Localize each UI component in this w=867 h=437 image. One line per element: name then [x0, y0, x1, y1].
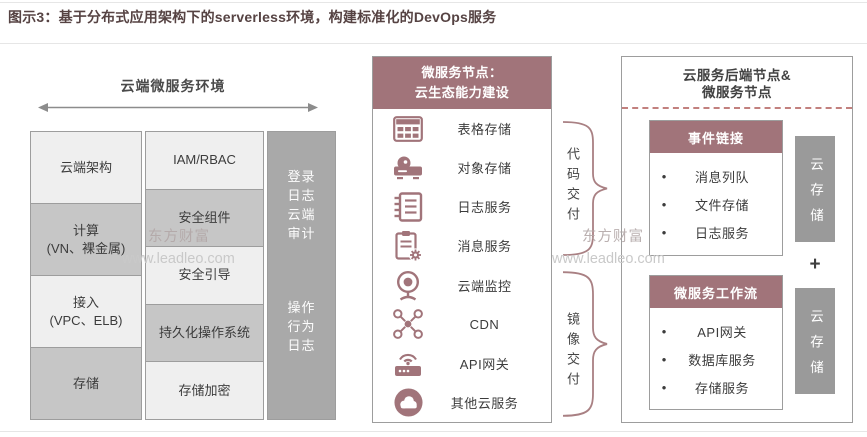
double-arrow-icon: [38, 101, 318, 114]
list-item: 存储服务: [650, 373, 782, 401]
microservice-node-panel: 微服务节点： 云生态能力建设 表格存储: [372, 56, 552, 423]
figure-title: 图示3：基于分布式应用架构下的serverless环境，构建标准化的DevOps…: [8, 9, 497, 25]
cloud-env-grid: 云端架构 计算 (VN、裸金属) 接入 (VPC、ELB) 存储 IAM/RBA…: [30, 131, 336, 420]
operation-log-label: 操作 行为 日志: [287, 300, 316, 353]
plus-sign: +: [809, 254, 821, 275]
service-label: 其他云服务: [450, 395, 519, 411]
list-item: CDN: [373, 305, 551, 344]
grid-column-2: IAM/RBAC 安全组件 安全引导 持久化操作系统 存储加密: [145, 131, 264, 420]
service-label: 日志服务: [457, 200, 512, 216]
list-item: 云端监控: [373, 266, 551, 305]
microservice-workflow-list: API网关 数据库服务 存储服务: [650, 317, 782, 401]
backend-node-panel: 云服务后端节点& 微服务节点 事件链接 消息列队 文件存储 日志服务 云存储 +…: [621, 56, 853, 423]
table-storage-icon: [390, 115, 426, 142]
code-delivery-brace: [562, 121, 608, 256]
title-divider: [0, 43, 867, 44]
list-item: API网关: [650, 317, 782, 345]
grid-cell-iam-rbac: IAM/RBAC: [145, 131, 264, 190]
list-item: 表格存储: [373, 109, 551, 148]
image-delivery-label: 镜像交付: [565, 312, 580, 392]
grid-cell-compute: 计算 (VN、裸金属): [30, 203, 142, 276]
service-label: CDN: [469, 316, 500, 332]
object-storage-icon: [390, 155, 426, 180]
list-item: 对象存储: [373, 148, 551, 187]
list-item: 文件存储: [650, 190, 782, 218]
microservice-workflow-box: 微服务工作流 API网关 数据库服务 存储服务: [649, 275, 783, 410]
cloud-monitor-icon: [390, 270, 426, 301]
top-divider: [0, 2, 867, 3]
microservice-node-header: 微服务节点： 云生态能力建设: [373, 57, 551, 109]
bottom-divider: [0, 431, 867, 432]
event-link-list: 消息列队 文件存储 日志服务: [650, 162, 782, 246]
log-service-icon: [390, 192, 426, 222]
cloud-storage-label: 云存储: [808, 308, 823, 386]
list-item: 消息服务: [373, 226, 551, 265]
service-label: 表格存储: [457, 122, 512, 138]
message-service-icon: [390, 230, 426, 262]
dashed-divider: [622, 107, 852, 109]
service-label: 消息服务: [457, 239, 512, 255]
grid-cell-cloud-arch: 云端架构: [30, 131, 142, 204]
list-item: 其他云服务: [373, 383, 551, 422]
service-label: API网关: [459, 356, 510, 372]
grid-cell-access: 接入 (VPC、ELB): [30, 275, 142, 348]
list-item: API网关: [373, 344, 551, 383]
backend-node-title: 云服务后端节点& 微服务节点: [682, 68, 792, 100]
grid-cell-secure-boot: 安全引导: [145, 246, 264, 305]
event-link-header: 事件链接: [650, 121, 782, 153]
login-log-audit-label: 登录 日志 云端 审计: [287, 169, 316, 241]
grid-cell-storage: 存储: [30, 347, 142, 420]
cloud-env-title: 云端微服务环境: [120, 78, 226, 94]
cloud-storage-label: 云存储: [808, 156, 823, 234]
cloud-storage-box-1: 云存储: [795, 136, 835, 242]
other-cloud-icon: [390, 387, 426, 418]
image-delivery-brace: [562, 271, 608, 417]
list-item: 消息列队: [650, 162, 782, 190]
cloud-storage-box-2: 云存储: [795, 288, 835, 394]
grid-cell-security-component: 安全组件: [145, 188, 264, 248]
grid-cell-persistent-os: 持久化操作系统: [145, 303, 264, 363]
cdn-icon: [390, 308, 426, 340]
list-item: 日志服务: [373, 187, 551, 226]
list-item: 日志服务: [650, 218, 782, 246]
api-gateway-icon: [390, 348, 426, 378]
code-delivery-label: 代码交付: [565, 147, 580, 227]
microservice-workflow-header: 微服务工作流: [650, 276, 782, 308]
grid-column-1: 云端架构 计算 (VN、裸金属) 接入 (VPC、ELB) 存储: [30, 131, 142, 420]
service-label: 对象存储: [457, 161, 512, 177]
event-link-box: 事件链接 消息列队 文件存储 日志服务: [649, 120, 783, 256]
grid-cell-storage-encryption: 存储加密: [145, 361, 264, 420]
list-item: 数据库服务: [650, 345, 782, 373]
service-label: 云端监控: [457, 278, 512, 294]
cloud-service-list: 表格存储 对象存储: [373, 109, 551, 422]
audit-column: 登录 日志 云端 审计 操作 行为 日志: [267, 131, 336, 420]
